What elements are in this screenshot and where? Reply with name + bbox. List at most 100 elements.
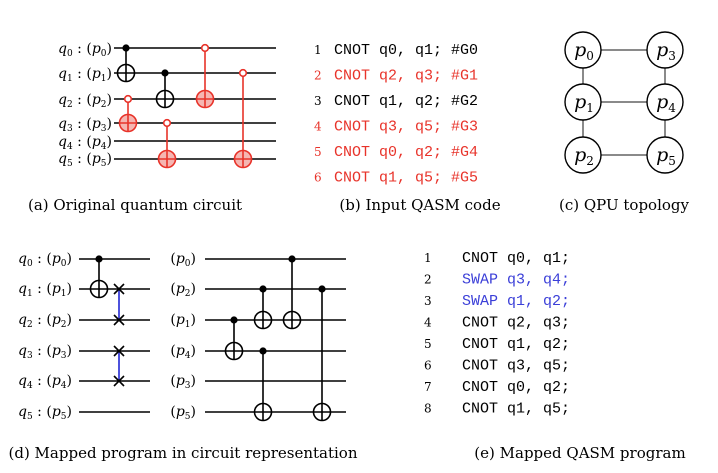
mapped-mid-label-3: (p4) [170,343,196,361]
qasm-line: CNOT q1, q2; #G2 [334,93,478,110]
control-dot [318,285,326,293]
control-dot [259,347,267,355]
mapped-left-label-4: q4 : (p4) [18,373,72,391]
control-dot [230,316,238,324]
qasm-line-number: 5 [314,145,322,159]
mapped-mid-label-2: (p1) [170,312,196,330]
mapped-qasm-line-number: 7 [424,380,432,394]
node-circle [564,83,602,121]
qasm-line: CNOT q2, q3; #G1 [334,68,478,85]
topology-node-p2: p2 [564,136,602,174]
mapped-mid-label-4: (p3) [170,373,196,391]
qasm-line: CNOT q0, q1; #G0 [334,42,478,59]
qubit-label-2: q2 : (p2) [58,92,112,110]
node-circle [646,136,684,174]
swap-x [113,314,125,326]
node-circle [564,136,602,174]
mapped-qasm-line: CNOT q3, q5; [462,358,570,375]
mapped-left-label-3: q3 : (p3) [18,343,72,361]
qasm-line-number: 4 [314,120,322,134]
mapped-qasm-line-number: 1 [424,251,432,265]
node-label: p2 [574,144,594,168]
panel-mapped-circuit: q0 : (p0)q1 : (p1)q2 : (p2)q3 : (p3)q4 :… [18,251,346,422]
mapped-mid-label-5: (p5) [170,404,196,422]
qubit-label-1: q1 : (p1) [58,66,112,84]
control-dot [161,69,169,77]
node-circle [564,31,602,69]
mapped-qasm-line: SWAP q3, q4; [462,272,570,289]
qasm-line: CNOT q1, q5; #G5 [334,170,478,187]
qubit-label-5: q5 : (p5) [58,151,112,169]
caption-c: (c) QPU topology [559,196,690,214]
mapped-right-cnot-3 [282,255,302,330]
mapped-right-cnot-1 [253,285,273,330]
qubit-label-0: q0 : (p0) [58,41,112,59]
qasm-line: CNOT q3, q5; #G3 [334,119,478,136]
caption-a: (a) Original quantum circuit [28,196,242,214]
cnot-gate-4 [157,118,177,169]
swap-x [113,283,125,295]
topology-node-p5: p5 [646,136,684,174]
control-dot [200,43,210,53]
mapped-right-cnot-2 [253,347,273,422]
topology-node-p1: p1 [564,83,602,121]
mapped-qasm-line: CNOT q1, q2; [462,336,570,353]
mapped-qasm-line: CNOT q0, q2; [462,379,570,396]
cnot-gate-0 [116,44,136,83]
topology-node-p4: p4 [646,83,684,121]
control-dot [259,285,267,293]
node-label: p3 [656,39,676,63]
swap-x [113,345,125,357]
cnot-gate-3 [195,43,215,109]
mapped-qasm-line-number: 2 [424,273,432,287]
node-circle [646,83,684,121]
mapped-qasm-line: CNOT q1, q5; [462,401,570,418]
mapped-mid-label-0: (p0) [170,251,196,269]
node-label: p4 [656,91,676,115]
caption-b: (b) Input QASM code [339,196,500,214]
node-label: p0 [574,39,594,63]
panel-original-circuit: q0 : (p0) q1 : (p1) q2 : (p2) q3 : (p3)q4 :… [58,41,276,169]
qubit-label-4: q4 : (p4) [58,134,112,152]
qasm-line-number: 3 [314,94,322,108]
qasm-line-number: 6 [314,171,322,185]
mapped-qasm-line-number: 6 [424,359,432,373]
mapped-qasm-line: SWAP q1, q2; [462,293,570,310]
swap-gate-0 [113,283,125,326]
topology-node-p0: p0 [564,31,602,69]
mapped-left-label-1: q1 : (p1) [18,281,72,299]
cnot-gate-5 [233,68,253,169]
mapped-right-cnot-4 [312,285,332,422]
mapped-left-cnot-0 [89,255,109,299]
panel-qpu-topology: p0 p3 p1 p4 p2 p5 [564,31,684,174]
node-label: p1 [574,91,594,115]
mapped-qasm-line: CNOT q2, q3; [462,315,570,332]
control-dot [95,255,103,263]
caption-e: (e) Mapped QASM program [474,444,685,462]
mapped-qasm-line-number: 4 [424,316,432,330]
caption-d: (d) Mapped program in circuit representa… [8,444,357,462]
mapped-qasm-line: CNOT q0, q1; [462,250,570,267]
cnot-gate-2 [118,94,138,133]
qubit-label-3: q3 : (p3) [58,116,112,134]
mapped-left-label-5: q5 : (p5) [18,404,72,422]
control-dot [162,118,172,128]
mapped-qasm-line-number: 8 [424,402,432,416]
swap-x [113,375,125,387]
control-dot [123,94,133,104]
control-dot [238,68,248,78]
control-dot [288,255,296,263]
topology-node-p3: p3 [646,31,684,69]
node-circle [646,31,684,69]
mapped-mid-label-1: (p2) [170,281,196,299]
mapped-left-label-0: q0 : (p0) [18,251,72,269]
mapped-qasm-line-number: 5 [424,337,432,351]
qasm-line: CNOT q0, q2; #G4 [334,144,478,161]
node-label: p5 [656,144,676,168]
control-dot [122,44,130,52]
swap-gate-1 [113,345,125,387]
mapped-right-cnot-0 [224,316,244,361]
